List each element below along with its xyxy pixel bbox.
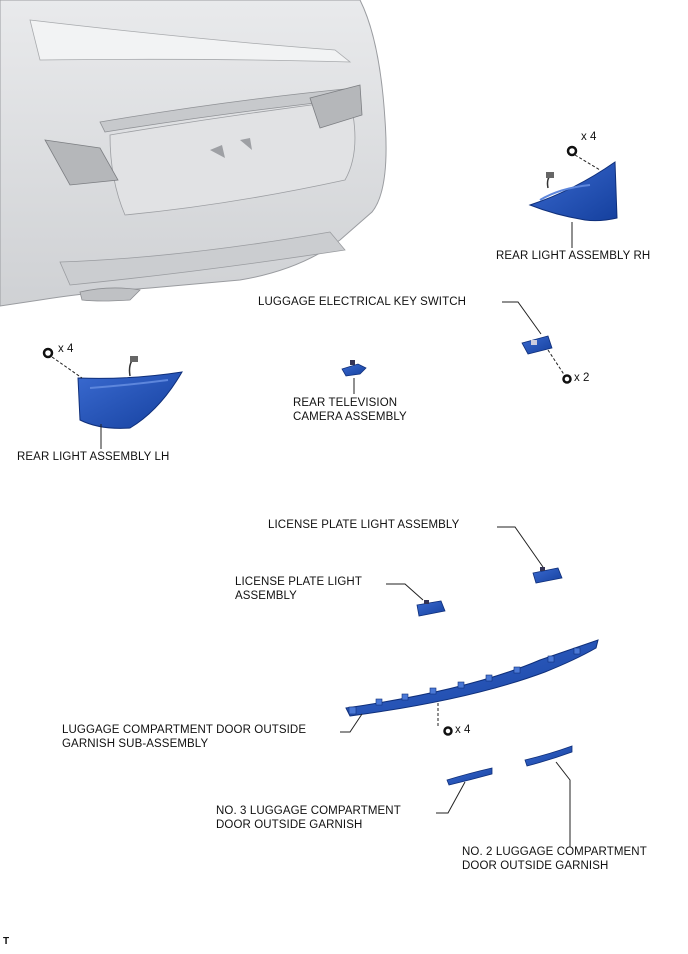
garnish-screw-icon <box>443 726 453 736</box>
garnish-no3-part <box>446 767 493 786</box>
key-switch-screw-icon <box>562 374 572 384</box>
rear-light-lh-part <box>77 356 183 429</box>
label-rear-light-lh: REAR LIGHT ASSEMBLY LH <box>17 451 170 463</box>
qty-rh-fasteners: x 4 <box>581 131 597 143</box>
label-license-light-right: LICENSE PLATE LIGHT ASSEMBLY <box>268 519 460 531</box>
lh-nut-icon <box>42 347 54 359</box>
key-switch-part <box>521 335 553 355</box>
license-light-right-part <box>532 567 563 584</box>
garnish-no2-part <box>524 745 573 767</box>
label-rear-light-rh: REAR LIGHT ASSEMBLY RH <box>496 250 651 262</box>
label-rear-camera: REAR TELEVISION CAMERA ASSEMBLY <box>293 397 407 423</box>
label-garnish-no3: NO. 3 LUGGAGE COMPARTMENT DOOR OUTSIDE G… <box>216 805 401 831</box>
label-key-switch: LUGGAGE ELECTRICAL KEY SWITCH <box>258 296 467 308</box>
label-garnish-sub-assembly: LUGGAGE COMPARTMENT DOOR OUTSIDE GARNISH… <box>62 724 307 750</box>
label-garnish-no2: NO. 2 LUGGAGE COMPARTMENT DOOR OUTSIDE G… <box>462 846 647 872</box>
qty-key-switch-screws: x 2 <box>574 372 590 384</box>
garnish-sub-assembly-part <box>345 639 599 717</box>
rh-nut-icon <box>566 145 578 157</box>
rear-camera-part <box>341 360 367 377</box>
qty-lh-fasteners: x 4 <box>58 343 74 355</box>
footer-mark: T <box>3 936 10 947</box>
qty-garnish-fasteners: x 4 <box>455 724 471 736</box>
vehicle-rear-illustration <box>0 0 387 307</box>
rear-light-rh-part <box>528 161 618 222</box>
label-license-light-left: LICENSE PLATE LIGHT ASSEMBLY <box>235 576 362 602</box>
license-light-left-part <box>416 600 446 617</box>
